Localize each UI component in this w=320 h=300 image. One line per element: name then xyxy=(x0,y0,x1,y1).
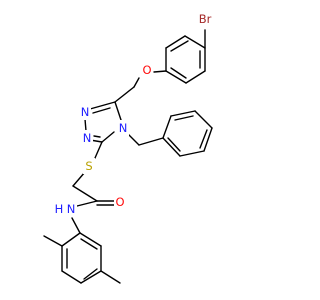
atom-n1: N xyxy=(79,104,91,120)
triazole-ring xyxy=(84,101,124,143)
atom-nh: H N xyxy=(54,201,77,217)
atom-o-carbonyl: O xyxy=(114,194,126,210)
triazole-n2-atom-label: N xyxy=(83,131,92,145)
triazole-n4-atom-label: N xyxy=(119,121,128,135)
carbonyl-oxygen-atom-label: O xyxy=(115,195,124,209)
dimethylphenyl-ring xyxy=(61,232,102,284)
o-ch2-bond xyxy=(133,77,140,88)
methyl-5-bond xyxy=(100,270,121,284)
benzyl-phenyl-ring xyxy=(162,110,213,157)
atom-s: S xyxy=(83,158,95,174)
hydrogen-atom-label: H xyxy=(55,202,64,216)
molecule-structure: Br O N N N S O H N xyxy=(43,11,217,284)
ether-oxygen-atom-label: O xyxy=(142,63,151,77)
atom-n2: N xyxy=(81,130,93,146)
atom-br: Br xyxy=(193,11,217,27)
atom-n4: N xyxy=(117,120,129,136)
c3-s-bond xyxy=(94,141,103,159)
methyl-2-bond xyxy=(43,235,63,247)
amide-nitrogen-atom-label: N xyxy=(67,202,76,216)
bromine-atom-label: Br xyxy=(199,12,212,26)
ch2-co-bond xyxy=(72,185,98,202)
triazole-n1-atom-label: N xyxy=(81,105,90,119)
bromophenyl-ring xyxy=(165,35,206,84)
ch2-phenyl-bond xyxy=(138,137,164,146)
nh-aryl-bond xyxy=(71,217,81,234)
c-o-bond xyxy=(153,70,167,73)
co-nh-bond xyxy=(76,200,98,207)
s-ch2-bond xyxy=(72,171,86,187)
ch2-c5-bond xyxy=(114,86,135,103)
sulfur-atom-label: S xyxy=(85,159,92,173)
atom-o-ether: O xyxy=(141,62,153,78)
